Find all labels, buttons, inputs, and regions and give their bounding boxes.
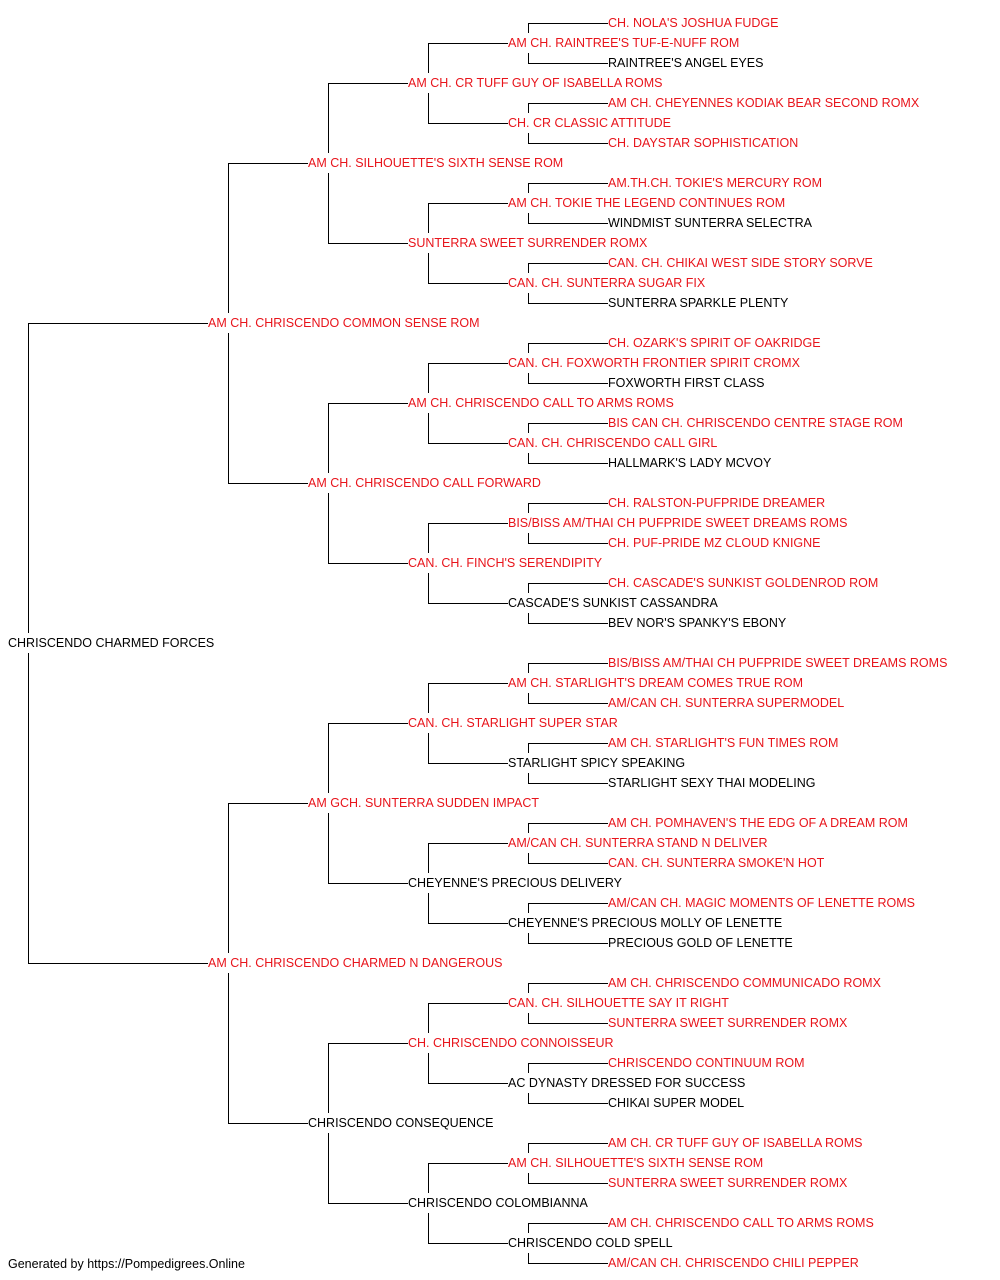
dog-name-gen4: CHEYENNE'S PRECIOUS MOLLY OF LENETTE [508, 916, 783, 930]
dog-name-gen4: CAN. CH. SILHOUETTE SAY IT RIGHT [508, 996, 729, 1010]
dog-name-gen2: AM CH. SILHOUETTE'S SIXTH SENSE ROM [308, 156, 564, 170]
dog-name-gen5: CAN. CH. CHIKAI WEST SIDE STORY SORVE [608, 256, 873, 270]
dog-name-gen5: BIS/BISS AM/THAI CH PUFPRIDE SWEET DREAM… [608, 656, 948, 670]
dog-name-gen4: AM/CAN CH. SUNTERRA STAND N DELIVER [508, 836, 768, 850]
dog-name-gen5: CH. OZARK'S SPIRIT OF OAKRIDGE [608, 336, 821, 350]
dog-name-gen3: CAN. CH. STARLIGHT SUPER STAR [408, 716, 618, 730]
dog-name-gen4: AC DYNASTY DRESSED FOR SUCCESS [508, 1076, 746, 1090]
dog-name-gen5: AM CH. CR TUFF GUY OF ISABELLA ROMS [608, 1136, 863, 1150]
dog-name-gen3: AM CH. CR TUFF GUY OF ISABELLA ROMS [408, 76, 663, 90]
dog-name-gen5: FOXWORTH FIRST CLASS [608, 376, 765, 390]
dog-name-gen5: AM.TH.CH. TOKIE'S MERCURY ROM [608, 176, 822, 190]
dog-name-gen5: CH. RALSTON-PUFPRIDE DREAMER [608, 496, 826, 510]
dog-name-gen5: AM/CAN CH. MAGIC MOMENTS OF LENETTE ROMS [608, 896, 915, 910]
dog-name-gen3: AM CH. CHRISCENDO CALL TO ARMS ROMS [408, 396, 674, 410]
dog-name-gen3: SUNTERRA SWEET SURRENDER ROMX [408, 236, 648, 250]
dog-name-gen5: STARLIGHT SEXY THAI MODELING [608, 776, 816, 790]
dog-name-gen5: SUNTERRA SWEET SURRENDER ROMX [608, 1176, 848, 1190]
dog-name-gen4: CASCADE'S SUNKIST CASSANDRA [508, 596, 718, 610]
dog-name-gen4: CHRISCENDO COLD SPELL [508, 1236, 673, 1250]
dog-name-gen1: AM CH. CHRISCENDO COMMON SENSE ROM [208, 316, 480, 330]
footer-credit: Generated by https://Pompedigrees.Online [8, 1257, 245, 1271]
dog-name-gen4: AM CH. RAINTREE'S TUF-E-NUFF ROM [508, 36, 740, 50]
dog-name-gen5: HALLMARK'S LADY MCVOY [608, 456, 772, 470]
dog-name-gen4: STARLIGHT SPICY SPEAKING [508, 756, 686, 770]
dog-name-gen2: CHRISCENDO CONSEQUENCE [308, 1116, 494, 1130]
dog-name-gen3: CHRISCENDO COLOMBIANNA [408, 1196, 588, 1210]
dog-name-gen3: CAN. CH. FINCH'S SERENDIPITY [408, 556, 603, 570]
dog-name-gen5: CHIKAI SUPER MODEL [608, 1096, 745, 1110]
dog-name-gen5: CH. DAYSTAR SOPHISTICATION [608, 136, 799, 150]
dog-name-gen0: CHRISCENDO CHARMED FORCES [8, 636, 215, 650]
dog-name-gen3: CH. CHRISCENDO CONNOISSEUR [408, 1036, 614, 1050]
dog-name-gen4: CAN. CH. FOXWORTH FRONTIER SPIRIT CROMX [508, 356, 800, 370]
dog-name-gen4: CAN. CH. CHRISCENDO CALL GIRL [508, 436, 718, 450]
dog-name-gen5: AM CH. CHRISCENDO COMMUNICADO ROMX [608, 976, 881, 990]
dog-name-gen5: RAINTREE'S ANGEL EYES [608, 56, 764, 70]
dog-name-gen5: CH. NOLA'S JOSHUA FUDGE [608, 16, 779, 30]
dog-name-gen2: AM CH. CHRISCENDO CALL FORWARD [308, 476, 541, 490]
dog-name-gen4: BIS/BISS AM/THAI CH PUFPRIDE SWEET DREAM… [508, 516, 848, 530]
dog-name-gen5: PRECIOUS GOLD OF LENETTE [608, 936, 793, 950]
dog-name-gen4: AM CH. TOKIE THE LEGEND CONTINUES ROM [508, 196, 786, 210]
dog-name-gen5: AM/CAN CH. SUNTERRA SUPERMODEL [608, 696, 845, 710]
dog-name-gen5: SUNTERRA SPARKLE PLENTY [608, 296, 789, 310]
dog-name-gen5: AM CH. STARLIGHT'S FUN TIMES ROM [608, 736, 839, 750]
dog-name-gen1: AM CH. CHRISCENDO CHARMED N DANGEROUS [208, 956, 503, 970]
dog-name-gen5: BIS CAN CH. CHRISCENDO CENTRE STAGE ROM [608, 416, 903, 430]
dog-name-gen5: CH. PUF-PRIDE MZ CLOUD KNIGNE [608, 536, 821, 550]
dog-name-gen5: BEV NOR'S SPANKY'S EBONY [608, 616, 787, 630]
dog-name-gen5: CAN. CH. SUNTERRA SMOKE'N HOT [608, 856, 825, 870]
dog-name-gen5: CH. CASCADE'S SUNKIST GOLDENROD ROM [608, 576, 879, 590]
dog-name-gen5: CHRISCENDO CONTINUUM ROM [608, 1056, 805, 1070]
dog-name-gen5: AM CH. POMHAVEN'S THE EDG OF A DREAM ROM [608, 816, 908, 830]
dog-name-gen3: CHEYENNE'S PRECIOUS DELIVERY [408, 876, 623, 890]
dog-name-gen5: SUNTERRA SWEET SURRENDER ROMX [608, 1016, 848, 1030]
dog-name-gen2: AM GCH. SUNTERRA SUDDEN IMPACT [308, 796, 540, 810]
dog-name-gen4: CH. CR CLASSIC ATTITUDE [508, 116, 671, 130]
dog-name-gen5: WINDMIST SUNTERRA SELECTRA [608, 216, 812, 230]
dog-name-gen4: AM CH. STARLIGHT'S DREAM COMES TRUE ROM [508, 676, 804, 690]
dog-name-gen5: AM CH. CHRISCENDO CALL TO ARMS ROMS [608, 1216, 874, 1230]
dog-name-gen5: AM/CAN CH. CHRISCENDO CHILI PEPPER [608, 1256, 859, 1270]
dog-name-gen4: AM CH. SILHOUETTE'S SIXTH SENSE ROM [508, 1156, 764, 1170]
dog-name-gen4: CAN. CH. SUNTERRA SUGAR FIX [508, 276, 706, 290]
dog-name-gen5: AM CH. CHEYENNES KODIAK BEAR SECOND ROMX [608, 96, 920, 110]
